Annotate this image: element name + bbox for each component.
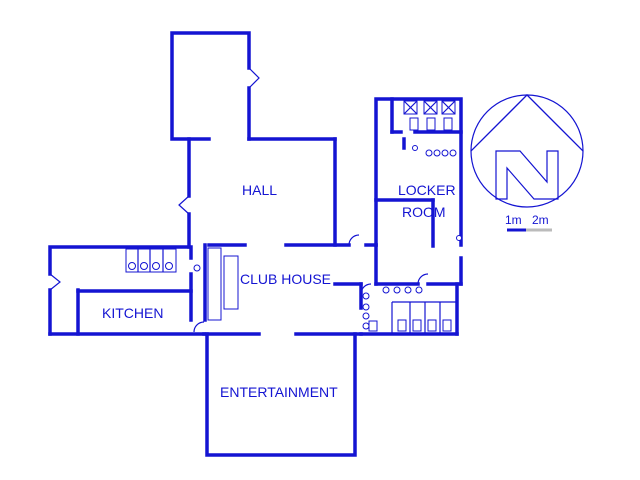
club-house-walls: [202, 282, 363, 336]
kitchen-doors: [49, 273, 61, 291]
hall-walls: [170, 31, 378, 249]
stairs: [207, 247, 239, 321]
room-label-locker-line2: ROOM: [402, 204, 446, 220]
scale-bar: 1m 2m: [505, 213, 552, 232]
north-arrow-icon: [470, 94, 584, 208]
locker-room-doors: [417, 273, 429, 285]
scale-label-1m: 1m: [505, 213, 522, 227]
room-label-entertainment: ENTERTAINMENT: [220, 384, 338, 400]
entertainment-walls: [205, 332, 357, 457]
locker-room-walls: [374, 97, 463, 286]
kitchen-fixtures: [125, 248, 201, 273]
hall-doors: [178, 67, 360, 246]
toilet-block: [359, 282, 459, 336]
corridor-fixtures: [360, 283, 378, 332]
scale-label-2m: 2m: [532, 213, 549, 227]
room-label-club-house: CLUB HOUSE: [240, 271, 331, 287]
room-label-locker-line1: LOCKER: [398, 182, 456, 198]
locker-room-fixtures: [403, 100, 462, 241]
club-house-doors: [193, 321, 205, 333]
room-label-kitchen: KITCHEN: [102, 305, 163, 321]
kitchen-walls: [48, 243, 207, 336]
room-label-hall: HALL: [242, 182, 277, 198]
